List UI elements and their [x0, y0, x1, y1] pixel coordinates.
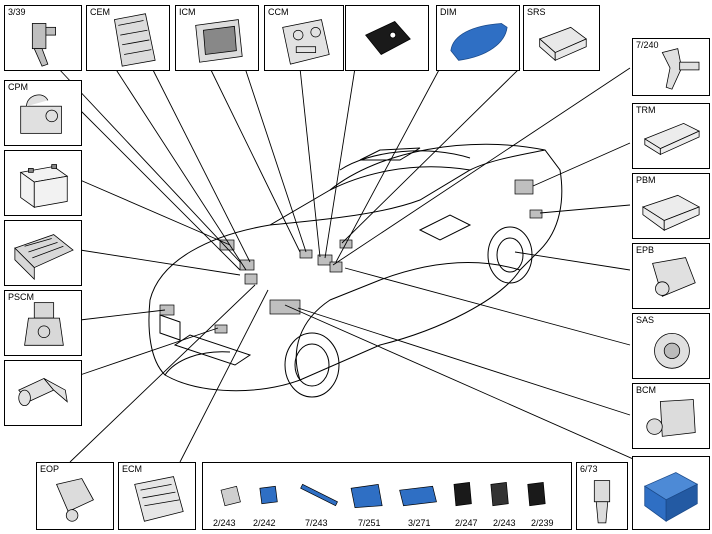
trm-icon	[643, 122, 701, 156]
module-7-240-box[interactable]: 7/240	[632, 38, 710, 96]
module-srs-label: SRS	[527, 7, 546, 17]
eop-icon	[56, 478, 94, 522]
pbm-icon	[641, 194, 701, 232]
module-ccm-box[interactable]: CCM	[264, 5, 344, 71]
module-3-39-label: 3/39	[8, 7, 26, 17]
key-fob-icon	[365, 21, 411, 55]
module-dim-box[interactable]: DIM	[436, 5, 520, 71]
battery-box[interactable]	[4, 150, 82, 216]
valve-6-73-icon	[593, 480, 611, 524]
ecm-icon	[134, 476, 184, 522]
module-6-73-label: 6/73	[580, 464, 598, 474]
module-ccm-label: CCM	[268, 7, 289, 17]
module-cem-box[interactable]: CEM	[86, 5, 170, 71]
module-pbm-label: PBM	[636, 175, 656, 185]
strip-code-5: 3/271	[408, 518, 431, 528]
strip-code-1: 2/243	[213, 518, 236, 528]
starter-motor-icon	[18, 377, 68, 406]
bcm-icon	[646, 399, 696, 437]
icm-icon	[195, 19, 243, 63]
component-strip-icons	[220, 482, 546, 509]
cem-icon	[113, 13, 156, 67]
module-6-73-box[interactable]: 6/73	[576, 462, 628, 530]
module-cpm-label: CPM	[8, 82, 28, 92]
module-ecm-box[interactable]: ECM	[118, 462, 196, 530]
module-trm-box[interactable]: TRM	[632, 103, 710, 169]
module-sas-label: SAS	[636, 315, 655, 325]
fuse-box[interactable]	[4, 220, 82, 286]
battery-icon	[19, 164, 69, 208]
pscm-icon	[24, 302, 64, 346]
fuse-relay-box-icon	[14, 234, 74, 281]
module-cpm-box[interactable]: CPM	[4, 80, 82, 146]
component-strip: 2/243 2/242 7/243 7/251 3/271 2/247 2/24…	[202, 462, 572, 530]
module-eop-box[interactable]: EOP	[36, 462, 114, 530]
module-bcm-label: BCM	[636, 385, 656, 395]
module-ecm-label: ECM	[122, 464, 142, 474]
module-sas-box[interactable]: SAS	[632, 313, 710, 379]
module-pscm-label: PSCM	[8, 292, 35, 302]
strip-code-4: 7/251	[358, 518, 381, 528]
blue-module-icon	[643, 472, 699, 522]
keyfob-box[interactable]	[345, 5, 429, 71]
strip-code-6: 2/247	[455, 518, 478, 528]
module-7-240-label: 7/240	[636, 40, 659, 50]
module-icm-box[interactable]: ICM	[175, 5, 259, 71]
srs-icon	[538, 26, 587, 62]
module-dim-label: DIM	[440, 7, 457, 17]
module-eop-label: EOP	[40, 464, 60, 474]
starter-motor-box[interactable]	[4, 360, 82, 426]
sas-icon	[654, 333, 690, 369]
module-icm-label: ICM	[179, 7, 196, 17]
module-3-39-box[interactable]: 3/39	[4, 5, 82, 71]
module-epb-label: EPB	[636, 245, 655, 255]
blue-module-box[interactable]	[632, 456, 710, 530]
epb-icon	[652, 257, 696, 297]
module-epb-box[interactable]: EPB	[632, 243, 710, 309]
strip-code-7: 2/243	[493, 518, 516, 528]
strip-code-3: 7/243	[305, 518, 328, 528]
module-bcm-box[interactable]: BCM	[632, 383, 710, 449]
module-trm-label: TRM	[636, 105, 656, 115]
module-pscm-box[interactable]: PSCM	[4, 290, 82, 356]
module-cem-label: CEM	[90, 7, 110, 17]
sensor-7-240-icon	[661, 48, 700, 90]
ccm-icon	[282, 19, 330, 65]
strip-code-2: 2/242	[253, 518, 276, 528]
connector-3-39-icon	[31, 23, 56, 67]
dim-display-icon	[450, 23, 508, 61]
cpm-icon	[20, 94, 62, 134]
module-pbm-box[interactable]: PBM	[632, 173, 710, 239]
strip-code-8: 2/239	[531, 518, 554, 528]
module-srs-box[interactable]: SRS	[523, 5, 600, 71]
